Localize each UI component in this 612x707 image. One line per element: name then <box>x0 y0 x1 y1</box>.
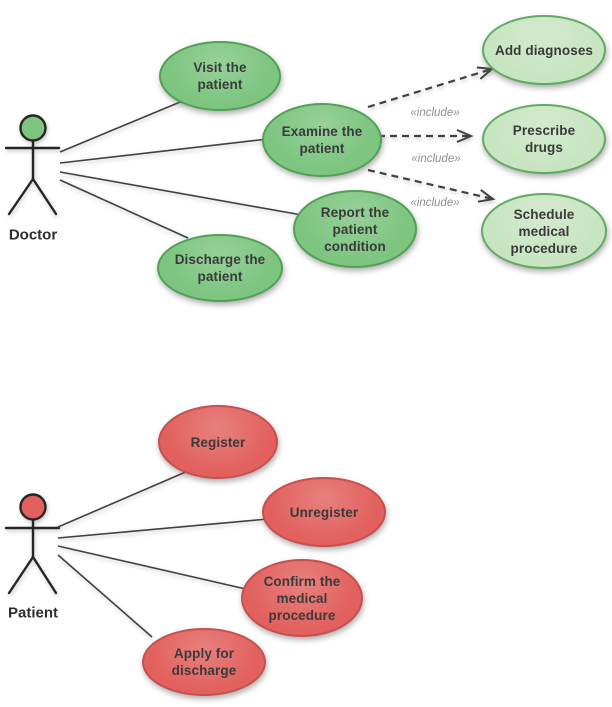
association-line <box>59 171 303 216</box>
association-line <box>57 545 251 591</box>
use-case-label: Register <box>190 434 246 450</box>
patient-right-leg-line <box>31 555 58 595</box>
use-case-schedule-medical-procedure: Schedule medical procedure <box>481 193 607 269</box>
use-case-prescribe-drugs: Prescribe drugs <box>482 104 606 174</box>
use-case-report-the-patient-condition: Report the patient condition <box>293 190 417 268</box>
association-line <box>57 518 269 539</box>
use-case-label: Apply for discharge <box>171 646 237 678</box>
patient-association-lines <box>57 470 269 638</box>
actor-patient-figure <box>4 493 61 595</box>
use-case-label: Discharge the patient <box>174 252 266 284</box>
actor-doctor-figure <box>4 114 61 216</box>
doctor-right-leg-line <box>31 177 58 216</box>
use-case-label: Add diagnoses <box>494 42 594 58</box>
association-line <box>59 179 189 239</box>
association-line <box>59 99 186 153</box>
doctor-left-leg-line <box>7 177 35 216</box>
doctor-association-lines <box>59 99 303 239</box>
use-case-label: Unregister <box>289 504 359 520</box>
doctor-head-icon <box>19 114 47 142</box>
use-case-label: Examine the patient <box>281 124 363 156</box>
association-line <box>59 138 269 164</box>
patient-left-leg-line <box>7 555 35 595</box>
use-case-confirm-the-medical-procedure: Confirm the medical procedure <box>241 559 363 637</box>
use-case-add-diagnoses: Add diagnoses <box>482 15 606 85</box>
actor-doctor-label: Doctor <box>8 226 58 244</box>
include-stereotype-label: «include» <box>410 107 460 119</box>
use-case-visit-the-patient: Visit the patient <box>159 41 281 111</box>
use-case-register: Register <box>158 405 278 479</box>
use-case-label: Report the patient condition <box>320 204 390 254</box>
include-arrow <box>367 66 495 109</box>
use-case-examine-the-patient: Examine the patient <box>262 103 382 177</box>
include-dependency-arrows <box>367 66 496 203</box>
include-stereotype-label: «include» <box>411 153 461 165</box>
use-case-discharge-the-patient: Discharge the patient <box>157 234 283 302</box>
association-line <box>57 470 189 528</box>
use-case-label: Visit the patient <box>193 60 247 92</box>
use-case-label: Schedule medical procedure <box>510 206 578 256</box>
use-case-apply-for-discharge: Apply for discharge <box>142 628 266 696</box>
include-arrow <box>367 168 496 203</box>
include-stereotype-label: «include» <box>410 197 460 209</box>
patient-head-icon <box>19 493 47 521</box>
use-case-label: Confirm the medical procedure <box>263 573 341 623</box>
use-case-label: Prescribe drugs <box>512 123 576 155</box>
use-case-unregister: Unregister <box>262 477 386 547</box>
association-line <box>57 554 153 638</box>
actor-patient-label: Patient <box>7 604 59 622</box>
